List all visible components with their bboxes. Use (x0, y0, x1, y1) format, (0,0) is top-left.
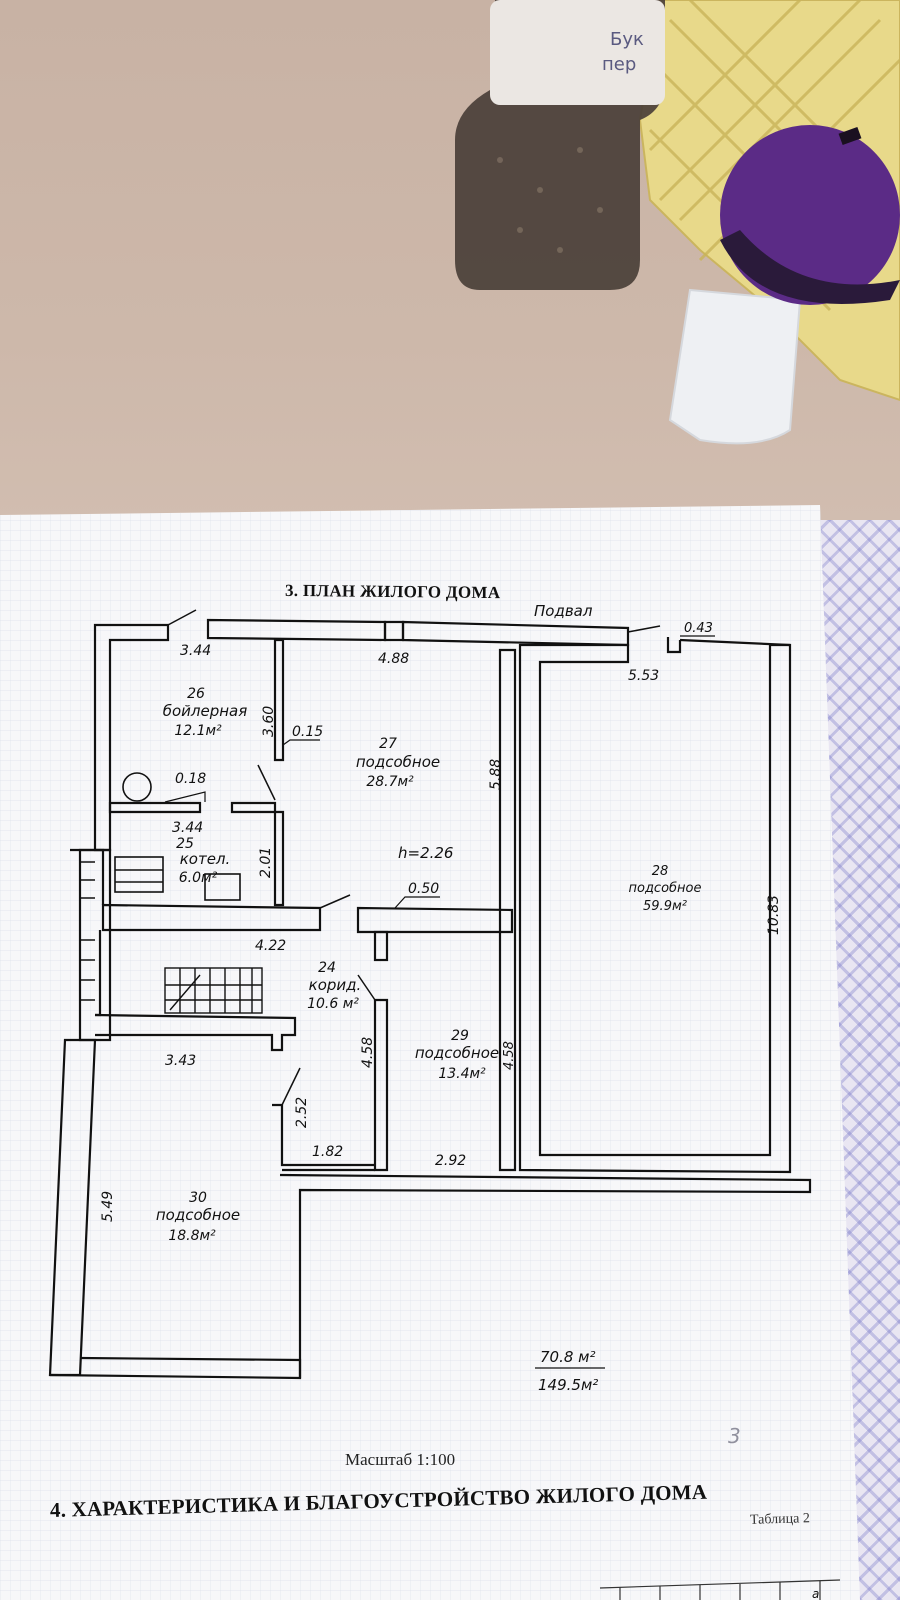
dim-2-52: 2.52 (294, 1097, 310, 1128)
room-29-label: 29 подсобное 13.4м² (415, 1028, 499, 1082)
plan-text: 25 (176, 836, 194, 852)
handwritten-mark: 3 (728, 1424, 741, 1448)
plan-text: подсобное (628, 881, 701, 896)
dim-5-53: 5.53 (628, 668, 659, 684)
floor-label: Подвал (534, 602, 593, 620)
plan-text: 18.8м² (168, 1228, 216, 1244)
room-26-label: 26 бойлерная 12.1м² (163, 686, 248, 739)
plan-doors (167, 609, 661, 1106)
dim-4-88: 4.88 (378, 651, 409, 667)
scale-label: Масштаб 1:100 (345, 1450, 456, 1469)
plan-text: 28 (652, 864, 669, 879)
plan-text: 27 (379, 736, 397, 752)
plan-text: подсобное (356, 753, 440, 771)
dim-3-60: 3.60 (261, 706, 277, 737)
dim-4-58-right: 4.58 (502, 1041, 517, 1070)
dimension-leaders (164, 635, 715, 909)
dim-10-83: 10.83 (766, 895, 782, 935)
plan-stairs (164, 967, 263, 1014)
plan-fixtures (114, 772, 241, 901)
total-upper: 70.8 м² (540, 1348, 596, 1366)
plan-walls (48, 618, 812, 1380)
room-30-label: 30 подсобное 18.8м² (156, 1190, 240, 1244)
dim-0-43: 0.43 (684, 621, 713, 636)
room-28-label: 28 подсобное 59.9м² (628, 864, 701, 914)
plan-text: 6.0м² (179, 870, 218, 886)
plan-text: 29 (451, 1028, 469, 1044)
plan-text: 30 (189, 1190, 207, 1206)
table-label: Таблица 2 (749, 1511, 811, 1528)
dim-3-44-mid: 3.44 (172, 820, 203, 836)
plan-text: подсобное (415, 1044, 499, 1062)
dim-0-15: 0.15 (292, 724, 323, 740)
plan-text: 59.9м² (643, 899, 687, 914)
plan-text: 28.7м² (366, 774, 414, 790)
dim-4-22: 4.22 (255, 938, 286, 954)
room-24-label: 24 корид. 10.6 м² (307, 960, 361, 1012)
dim-5-88: 5.88 (488, 759, 504, 790)
plan-text: 26 (187, 686, 205, 702)
table-header-fragment (599, 1579, 841, 1600)
dim-3-43: 3.43 (165, 1053, 196, 1069)
plan-text: 12.1м² (174, 723, 222, 739)
plan-text: котел. (180, 850, 231, 868)
plan-text: корид. (309, 976, 362, 994)
dim-0-18: 0.18 (175, 771, 206, 787)
room-labels: 26 бойлерная 12.1м² 27 подсобное 28.7м² … (156, 686, 702, 1244)
table-corner-letter: а (812, 1587, 819, 1600)
dim-2-92: 2.92 (435, 1153, 466, 1169)
dim-1-82: 1.82 (312, 1144, 343, 1160)
svg-text:Бук: Бук (610, 29, 644, 50)
salt-shaker (668, 125, 900, 445)
pepper-jar: Бук пер (455, 0, 665, 290)
dim-5-49: 5.49 (100, 1191, 116, 1222)
dim-3-44-top: 3.44 (180, 643, 211, 659)
svg-text:пер: пер (602, 54, 636, 75)
plan-text: подсобное (156, 1206, 240, 1224)
area-totals: 70.8 м² 149.5м² (535, 1348, 605, 1394)
plan-windows (80, 861, 95, 1001)
plan-text: бойлерная (163, 702, 248, 720)
room-27-label: 27 подсобное 28.7м² (356, 736, 440, 790)
plan-text: 13.4м² (438, 1066, 486, 1082)
dim-2-01: 2.01 (258, 847, 274, 878)
plan-text: 24 (318, 960, 336, 976)
dim-4-58-left: 4.58 (360, 1037, 376, 1068)
dim-0-50: 0.50 (408, 881, 439, 897)
paper-sheet (0, 505, 860, 1600)
plan-text: 10.6 м² (307, 996, 359, 1012)
plan-title: 3. ПЛАН ЖИЛОГО ДОМА (284, 580, 501, 603)
total-lower: 149.5м² (538, 1376, 598, 1394)
room-25-label: 25 котел. 6.0м² (176, 836, 230, 886)
dim-height: h=2.26 (398, 844, 453, 862)
dimension-labels: 3.44 4.88 0.43 5.53 3.60 0.15 5.88 0.18 … (100, 621, 782, 1222)
